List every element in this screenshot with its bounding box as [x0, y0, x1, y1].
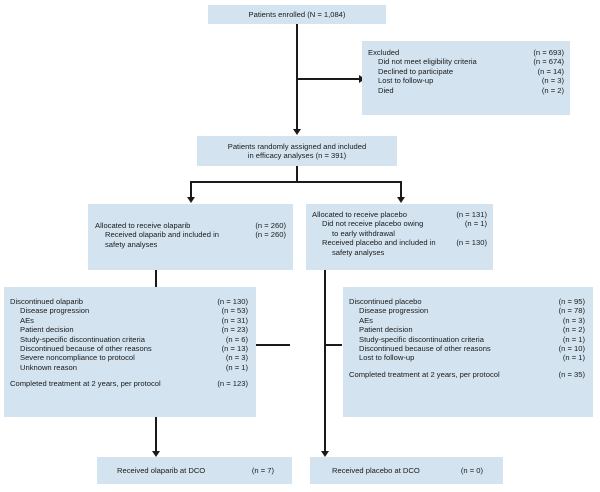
olaparib-received-count: (n = 260) — [255, 230, 286, 240]
olaparib-discontinued-title: Discontinued olaparib — [10, 297, 84, 306]
line-split-left — [190, 181, 192, 198]
randomized-line2: in efficacy analyses (n = 391) — [247, 151, 347, 160]
list-item: Disease progression(n = 78) — [359, 306, 585, 316]
olaparib-completed-label: Completed treatment at 2 years, per prot… — [10, 379, 161, 389]
enrolled-label: Patients enrolled (N = 1,084) — [248, 9, 346, 19]
olaparib-dco-box: Received olaparib at DCO (n = 7) — [97, 457, 292, 484]
list-item: Patient decision(n = 2) — [359, 325, 585, 335]
olaparib-allocated-label: Allocated to receive olaparib — [95, 221, 191, 230]
olaparib-allocation-box: Allocated to receive olaparib (n = 260) R… — [88, 204, 293, 270]
placebo-received-label: Received placebo and included in — [322, 238, 436, 248]
olaparib-dco-count: (n = 7) — [251, 465, 274, 475]
enrolled-box: Patients enrolled (N = 1,084) — [208, 5, 386, 24]
line-to-placebo-disc — [324, 344, 342, 346]
placebo-dco-count: (n = 0) — [460, 465, 483, 475]
line-enrolled-down — [296, 24, 298, 130]
excluded-title: Excluded — [368, 48, 400, 57]
excluded-item: Lost to follow-up(n = 3) — [378, 76, 564, 86]
excluded-item: Declined to participate(n = 14) — [378, 66, 564, 76]
placebo-discontinued-count: (n = 95) — [558, 297, 585, 306]
olaparib-dco-label: Received olaparib at DCO — [117, 465, 206, 475]
placebo-allocation-box: Allocated to receive placebo (n = 131) Di… — [306, 204, 493, 270]
list-item: Study-specific discontinuation criteria(… — [20, 334, 248, 344]
randomized-box: Patients randomly assigned and included … — [197, 136, 397, 166]
arrow-randomized — [292, 129, 301, 135]
line-to-excluded — [296, 78, 359, 80]
placebo-allocated-count: (n = 131) — [456, 210, 487, 219]
olaparib-discontinued-box: Discontinued olaparib (n = 130) Disease p… — [4, 287, 256, 417]
excluded-item: Died(n = 2) — [378, 85, 564, 95]
list-item: Unknown reason(n = 1) — [20, 362, 248, 372]
olaparib-discontinued-count: (n = 130) — [217, 297, 248, 306]
line-split-right — [400, 181, 402, 198]
olaparib-completed-count: (n = 123) — [217, 379, 248, 389]
list-item: Discontinued because of other reasons(n … — [20, 344, 248, 354]
list-item: AEs(n = 31) — [20, 315, 248, 325]
placebo-received-count: (n = 130) — [456, 238, 487, 248]
excluded-item: Did not meet eligibility criteria(n = 67… — [378, 57, 564, 67]
olaparib-received-label: Received olaparib and included in — [105, 230, 219, 240]
olaparib-received-label-cont: safety analyses — [105, 239, 158, 249]
excluded-count: (n = 693) — [533, 48, 564, 57]
list-item: Disease progression(n = 53) — [20, 306, 248, 316]
placebo-dco-label: Received placebo at DCO — [332, 465, 420, 475]
placebo-received-label-cont: safety analyses — [332, 247, 385, 257]
excluded-box: Excluded (n = 693) Did not meet eligibili… — [362, 41, 570, 115]
placebo-discontinued-box: Discontinued placebo (n = 95) Disease pro… — [343, 287, 593, 417]
line-split — [190, 181, 401, 183]
list-item: Severe noncompliance to protocol(n = 3) — [20, 353, 248, 363]
list-item: Patient decision(n = 23) — [20, 325, 248, 335]
placebo-not-received-label-cont: to early withdrawal — [332, 228, 395, 238]
list-item: Study-specific discontinuation criteria(… — [359, 334, 585, 344]
arrow-placebo-dco — [320, 451, 329, 457]
placebo-discontinued-title: Discontinued placebo — [349, 297, 422, 306]
placebo-allocated-label: Allocated to receive placebo — [312, 210, 407, 219]
list-item: Lost to follow-up(n = 1) — [359, 353, 585, 363]
placebo-completed-count: (n = 35) — [558, 369, 585, 379]
line-placebo-down — [324, 270, 326, 452]
line-randomized-down — [296, 166, 298, 182]
placebo-not-received-label: Did not receive placebo owing — [322, 219, 424, 229]
arrow-olaparib-alloc — [186, 197, 195, 203]
arrow-placebo-alloc — [396, 197, 405, 203]
randomized-line1: Patients randomly assigned and included — [227, 141, 367, 151]
placebo-completed-label: Completed treatment at 2 years, per prot… — [349, 369, 500, 379]
list-item: Discontinued because of other reasons(n … — [359, 344, 585, 354]
placebo-dco-box: Received placebo at DCO (n = 0) — [310, 457, 503, 484]
placebo-not-received-count: (n = 1) — [464, 219, 487, 229]
olaparib-allocated-count: (n = 260) — [255, 221, 286, 230]
list-item: AEs(n = 3) — [359, 315, 585, 325]
arrow-olaparib-dco — [151, 451, 160, 457]
